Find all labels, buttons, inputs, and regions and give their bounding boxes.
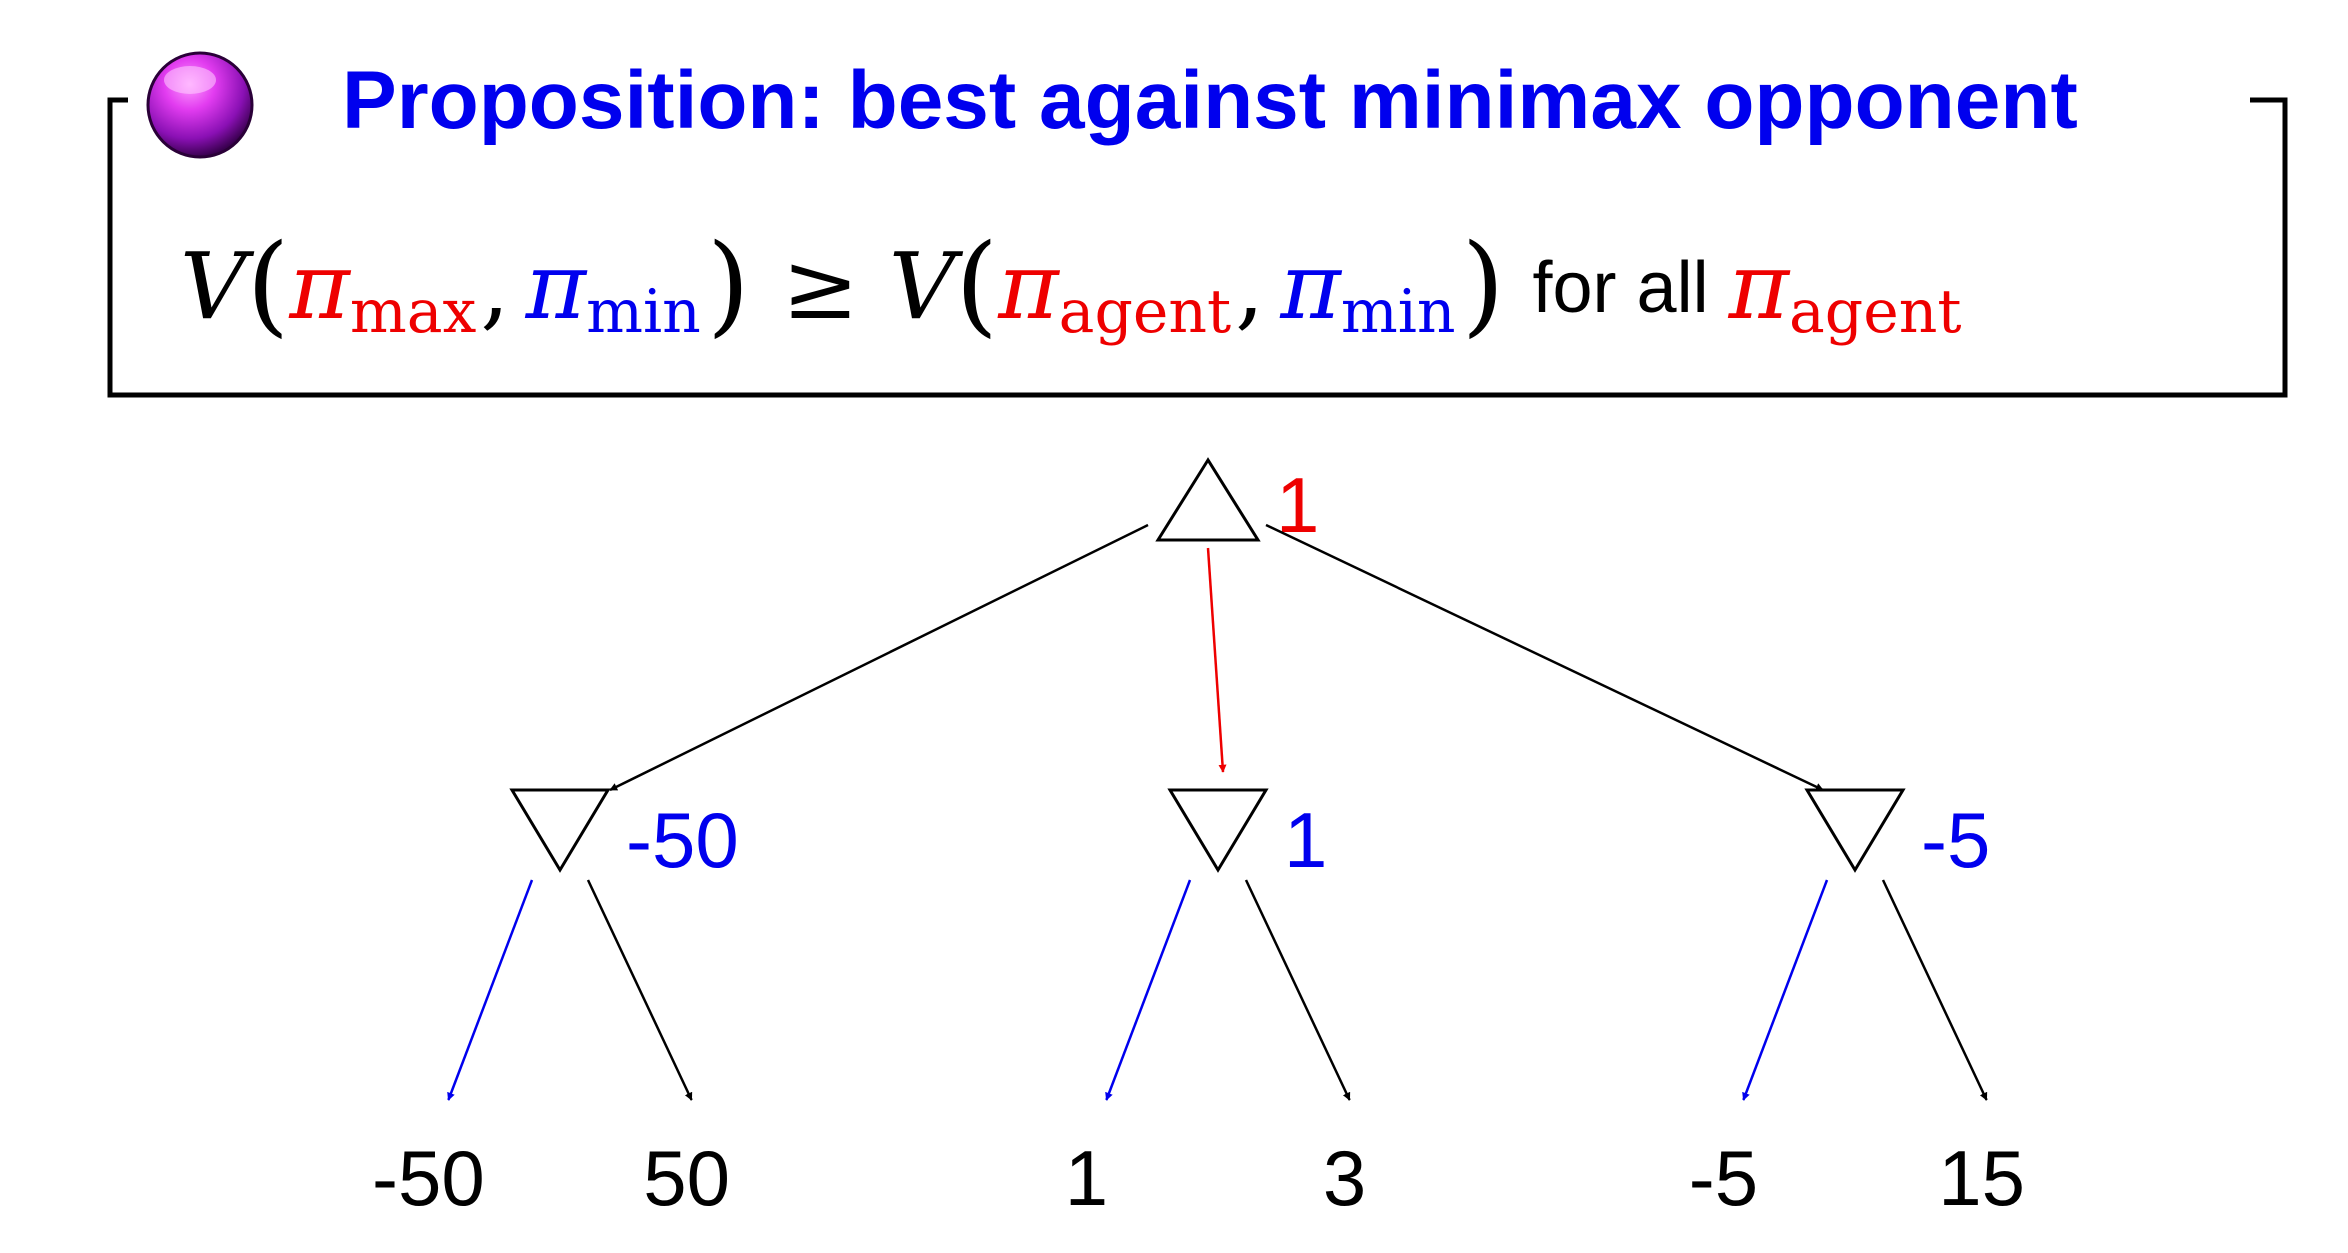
edge-root-to-child-2 <box>1206 547 1227 773</box>
formula-comma-1: , <box>480 233 509 340</box>
min-node-3-value: -5 <box>1921 796 1990 884</box>
edge-child-2-to-leaf-2 <box>1244 879 1351 1101</box>
formula-pi-agent: π <box>997 233 1060 340</box>
formula-pi-min: π <box>525 233 588 340</box>
leaf-1-2: 50 <box>643 1134 730 1222</box>
formula-sub-agent: agent <box>1059 277 1231 347</box>
title-backdrop <box>128 40 2250 150</box>
edge-child-3-to-leaf-2 <box>1881 879 1988 1101</box>
formula-V-2: V <box>889 233 964 340</box>
purple-sphere-icon <box>146 51 254 159</box>
formula-sub-min-2: min <box>1341 277 1456 347</box>
formula-pi-agent-2: π <box>1728 233 1791 340</box>
formula-sub-agent-2: agent <box>1789 277 1961 347</box>
proposition-box-border <box>107 97 2288 398</box>
min-node-2-value: 1 <box>1284 796 1327 884</box>
min-node-1 <box>509 788 611 873</box>
min-node-3 <box>1804 788 1906 873</box>
formula-pi-min-2: π <box>1279 233 1342 340</box>
edge-root-to-child-3 <box>1265 523 1824 792</box>
formula-V: V <box>180 233 255 340</box>
min-node-2 <box>1167 788 1269 873</box>
formula-for-all: for all <box>1533 248 1709 328</box>
proposition-title: Proposition: best against minimax oppone… <box>342 55 2078 146</box>
formula-close-paren-2: ) <box>1462 220 1505 348</box>
root-max-node <box>1155 457 1261 542</box>
edge-child-1-to-leaf-1 <box>447 879 534 1101</box>
formula-open-paren-2: ( <box>955 220 998 348</box>
leaf-2-2: 3 <box>1323 1134 1366 1222</box>
formula-close-paren: ) <box>707 220 750 348</box>
game-tree: 1 -50 -50 50 1 1 3 -5 -5 15 <box>372 457 2025 1222</box>
edge-root-to-child-1 <box>609 523 1149 792</box>
leaf-3-1: -5 <box>1689 1134 1758 1222</box>
leaf-2-1: 1 <box>1065 1134 1108 1222</box>
proposition-box: Proposition: best against minimax oppone… <box>107 40 2288 398</box>
min-node-1-value: -50 <box>626 796 739 884</box>
formula-open-paren: ( <box>246 220 289 348</box>
leaf-1-1: -50 <box>372 1134 485 1222</box>
edge-child-3-to-leaf-1 <box>1742 879 1829 1101</box>
formula-pi-max: π <box>288 233 351 340</box>
root-value: 1 <box>1276 461 1319 549</box>
edge-child-2-to-leaf-1 <box>1105 879 1192 1101</box>
formula-comma-2: , <box>1235 233 1264 340</box>
formula-sub-max: max <box>350 277 477 347</box>
edge-child-1-to-leaf-2 <box>586 879 693 1101</box>
formula-geq: ≥ <box>782 233 859 340</box>
formula-sub-min: min <box>586 277 701 347</box>
leaf-3-2: 15 <box>1938 1134 2025 1222</box>
